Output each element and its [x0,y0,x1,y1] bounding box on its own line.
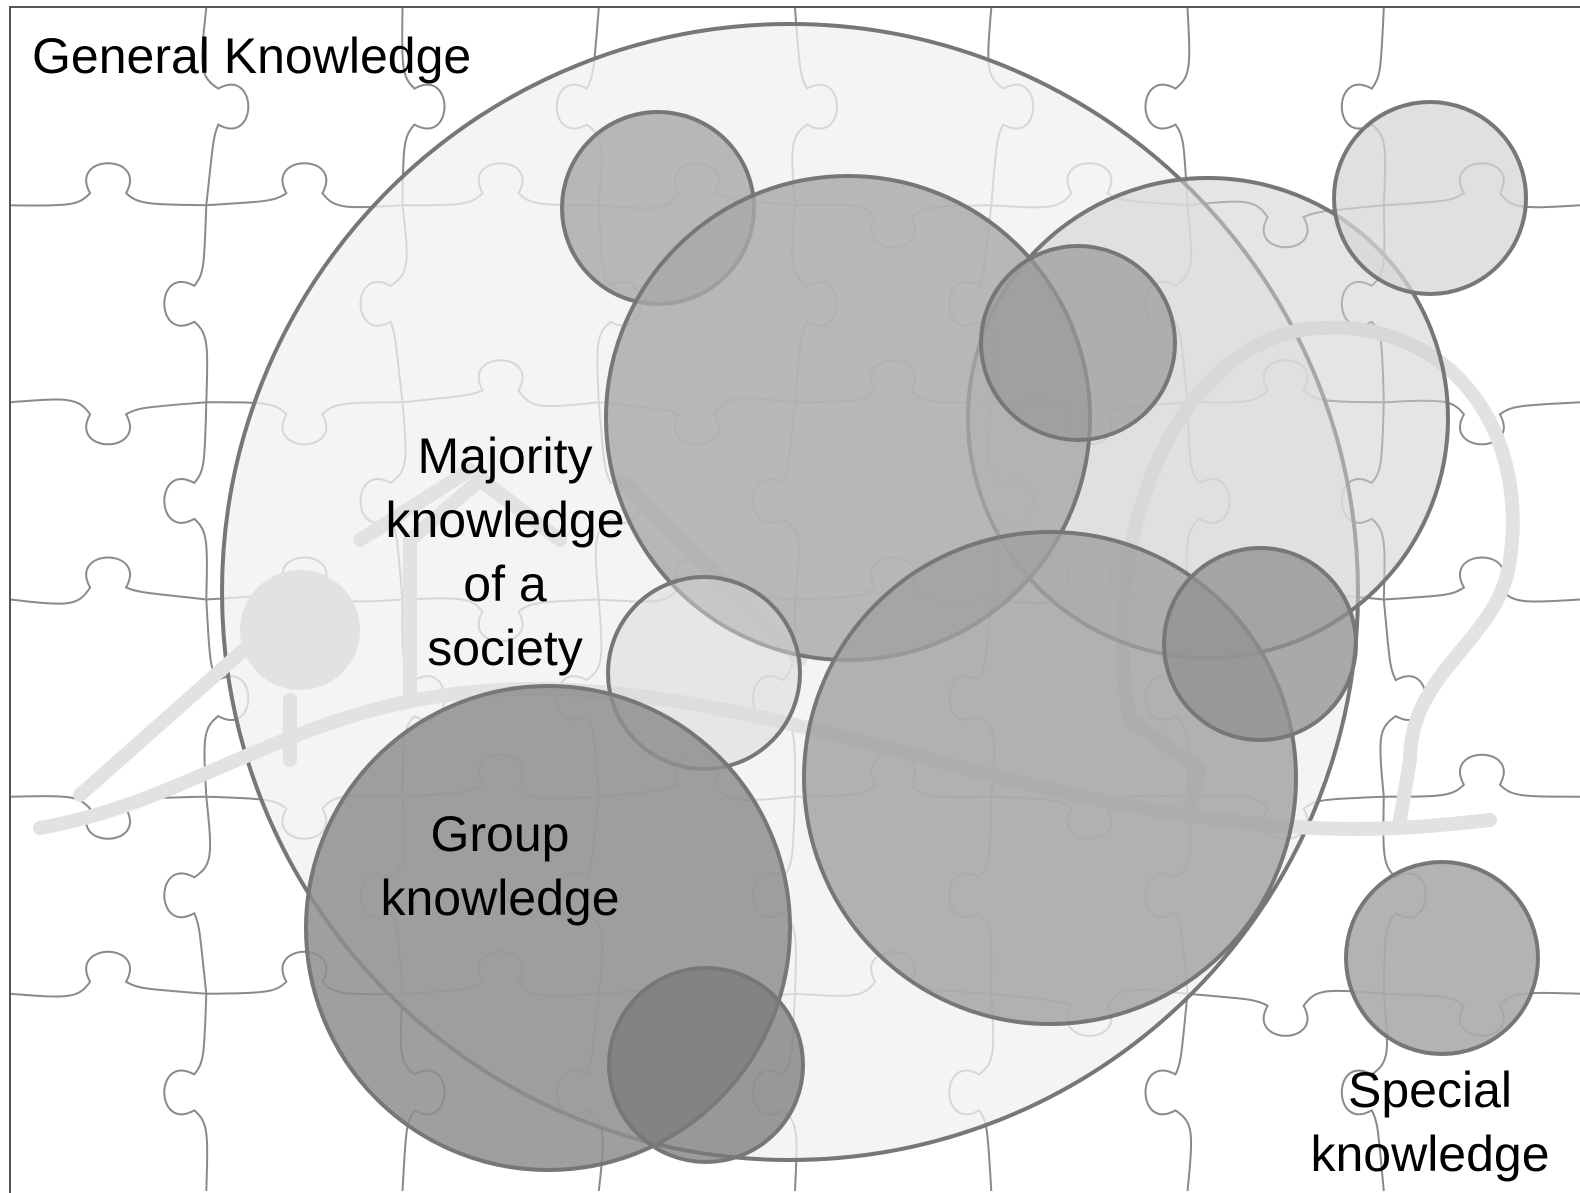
general-knowledge-label: General Knowledge [32,28,472,84]
special-knowledge-circle [1344,860,1540,1056]
special-label-line-2: knowledge [1310,1126,1550,1182]
group-label-line-2: knowledge [380,870,620,926]
circle-right-small [1162,546,1358,742]
special-knowledge-label: Special knowledge [1290,1058,1570,1186]
circle-bottom-small [607,966,805,1164]
majority-knowledge-label: Majority knowledge of a society [370,424,640,680]
knowledge-circles [304,100,1540,1172]
puzzle-seam-vertical [163,7,250,1192]
majority-label-line-4: society [427,620,583,676]
group-label-line-1: Group [430,806,570,862]
majority-label-line-2: knowledge [385,492,625,548]
watermark-house [73,463,807,802]
circle-far-top-right [1332,100,1528,296]
special-label-line-1: Special [1348,1062,1512,1118]
majority-label-line-3: of a [463,556,547,612]
group-knowledge-label: Group knowledge [360,802,640,930]
majority-label-line-1: Majority [417,428,593,484]
watermark-sun [240,570,360,690]
circle-overlap-small [979,244,1177,442]
